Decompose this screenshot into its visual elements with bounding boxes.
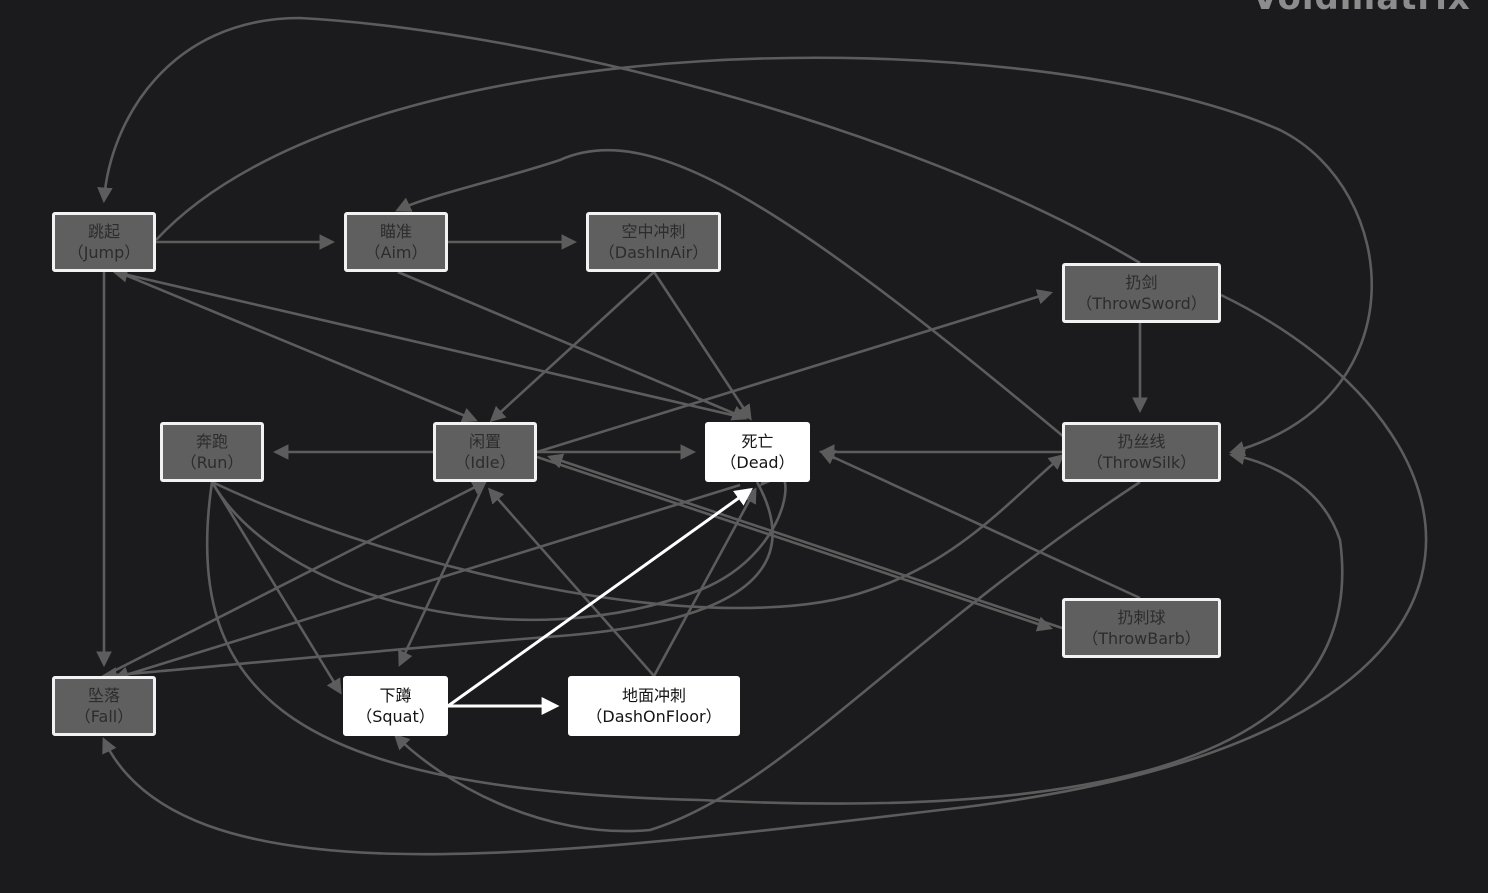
node-throwbarb-en: （ThrowBarb）: [1082, 629, 1201, 648]
edge-idle-to-throwbarb: [536, 455, 1053, 632]
node-dashonfloor-en: （DashOnFloor）: [586, 707, 722, 726]
node-aim-zh: 瞄准: [379, 222, 412, 241]
edge-dead-to-aim: [395, 148, 1071, 443]
node-aim[interactable]: 瞄准 （Aim）: [344, 212, 448, 272]
node-jump-zh: 跳起: [87, 222, 120, 241]
node-throwbarb-zh: 扔刺球: [1117, 608, 1166, 627]
edge-idle-to-squat: [398, 481, 487, 667]
node-run[interactable]: 奔跑 （Run）: [160, 422, 264, 482]
edge-dashonfloor-to-idle: [487, 487, 655, 677]
edge-jump-to-dead: [111, 267, 746, 420]
node-throwsword[interactable]: 扔剑 （ThrowSword）: [1062, 263, 1221, 323]
edge-run-to-dead: [210, 469, 787, 622]
node-jump[interactable]: 跳起 （Jump）: [52, 212, 156, 272]
edge-squat-to-dead: [447, 487, 753, 708]
node-squat[interactable]: 下蹲 （Squat）: [343, 676, 448, 736]
node-squat-en: （Squat）: [356, 707, 435, 726]
edge-dead-to-fall: [100, 481, 774, 683]
node-aim-en: （Aim）: [364, 243, 428, 262]
edge-fall-to-idle: [103, 480, 488, 678]
node-throwsilk-en: （ThrowSilk）: [1086, 453, 1197, 472]
edge-throwbarb-to-idle: [547, 453, 1063, 630]
edge-run-to-throwsilk: [211, 453, 1065, 610]
node-throwsilk-zh: 扔丝线: [1117, 432, 1166, 451]
node-idle[interactable]: 闲置 （Idle）: [433, 422, 537, 482]
edge-dashinair-to-idle: [489, 271, 655, 423]
edge-idle-to-throwsword: [536, 289, 1053, 454]
node-dead-zh: 死亡: [741, 432, 774, 451]
watermark: Voidmatrix: [1252, 0, 1471, 18]
node-idle-en: （Idle）: [454, 453, 516, 472]
node-run-zh: 奔跑: [195, 432, 228, 451]
node-dashinair-en: （DashInAir）: [598, 243, 709, 262]
node-throwbarb[interactable]: 扔刺球 （ThrowBarb）: [1062, 598, 1221, 658]
node-throwsword-zh: 扔剑: [1125, 273, 1158, 292]
node-throwsword-en: （ThrowSword）: [1076, 294, 1207, 313]
node-dead-en: （Dead）: [720, 453, 795, 472]
node-throwsilk[interactable]: 扔丝线 （ThrowSilk）: [1062, 422, 1221, 482]
edge-throwsword-to-jump: [97, 16, 1141, 265]
node-fall[interactable]: 坠落 （Fall）: [52, 676, 156, 736]
node-jump-en: （Jump）: [67, 243, 141, 262]
node-dead[interactable]: 死亡 （Dead）: [705, 422, 810, 482]
node-fall-zh: 坠落: [87, 686, 120, 705]
edge-throwsword-to-fall: [102, 293, 1428, 856]
node-idle-zh: 闲置: [468, 432, 501, 451]
node-dashinair[interactable]: 空中冲刺 （DashInAir）: [586, 212, 721, 272]
node-dashonfloor[interactable]: 地面冲刺 （DashOnFloor）: [568, 676, 740, 736]
edge-aim-to-dead: [397, 270, 748, 421]
node-run-en: （Run）: [180, 453, 244, 472]
edge-dashonfloor-to-dead: [652, 487, 757, 677]
edge-throwsilk-to-squat: [393, 480, 1141, 833]
node-squat-zh: 下蹲: [379, 686, 412, 705]
edge-fall-to-throwsword: [205, 449, 1344, 805]
edge-throwbarb-to-dead: [819, 450, 1141, 600]
edge-jump-to-throwsilk: [155, 56, 1373, 457]
edge-idle-to-fall: [113, 483, 741, 682]
node-dashinair-zh: 空中冲刺: [621, 222, 686, 241]
edge-jump-to-idle: [117, 270, 478, 423]
node-fall-en: （Fall）: [74, 707, 134, 726]
edge-dashinair-to-dead: [652, 271, 752, 421]
node-dashonfloor-zh: 地面冲刺: [621, 686, 686, 705]
